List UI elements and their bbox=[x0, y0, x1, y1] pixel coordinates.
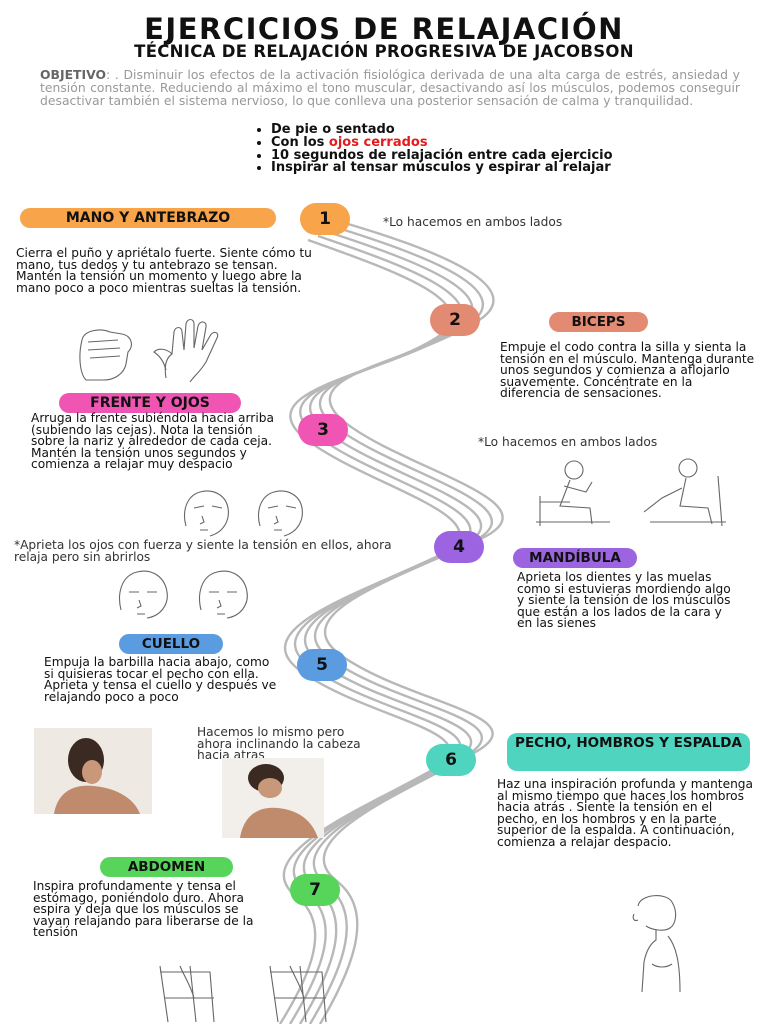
step-7-number: 7 bbox=[290, 874, 340, 906]
abdomen-chair-illustration bbox=[159, 965, 327, 1023]
step-4-number: 4 bbox=[434, 531, 484, 563]
biceps-illustration bbox=[536, 458, 726, 527]
step-3-title: FRENTE Y OJOS bbox=[59, 393, 241, 413]
step-3-number: 3 bbox=[298, 414, 348, 446]
step-5-number: 5 bbox=[297, 649, 347, 681]
step-6-number: 6 bbox=[426, 744, 476, 776]
bullet-item: 10 segundos de relajación entre cada eje… bbox=[271, 149, 613, 163]
bullet-item: Con los ojos cerrados bbox=[271, 134, 613, 150]
step-5-note: Hacemos lo mismo pero ahora inclinando l… bbox=[197, 725, 361, 763]
step-4-text: Aprieta los dientes y las muelas como si… bbox=[517, 570, 731, 631]
step-7-text: Inspira profundamente y tensa el estómag… bbox=[33, 879, 254, 940]
page-title: EJERCICIOS DE RELAJACIÓN bbox=[144, 12, 624, 46]
step-4-title: MANDÍBULA bbox=[513, 548, 637, 568]
step-1-text: Cierra el puño y apriétalo fuerte. Sient… bbox=[16, 246, 312, 295]
step-2-note: *Lo hacemos en ambos lados bbox=[478, 435, 658, 449]
step-2-text: Empuje el codo contra la silla y sienta … bbox=[500, 340, 755, 401]
neck-extension-photo bbox=[222, 758, 324, 838]
highlight-text: ojos cerrados bbox=[328, 134, 428, 150]
step-6-text: Haz una inspiración profunda y mantenga … bbox=[497, 777, 754, 849]
objective-paragraph: OBJETIVO: . Disminuir los efectos de la … bbox=[40, 68, 740, 108]
step-7-title: ABDOMEN bbox=[100, 857, 233, 877]
step-2-number: 2 bbox=[430, 304, 480, 336]
eyes-face-illustration bbox=[119, 570, 248, 619]
bullet-item: De pie o sentado bbox=[271, 123, 613, 137]
step-3-text: Arruga la frente subiéndola hacia arriba… bbox=[31, 411, 274, 472]
step-2-title: BICEPS bbox=[549, 312, 648, 332]
bullet-item: Inspirar al tensar músculos y espirar al… bbox=[271, 161, 613, 175]
step-1-number: 1 bbox=[300, 203, 350, 235]
step-1-title: MANO Y ANTEBRAZO bbox=[20, 208, 276, 228]
neck-flexion-photo bbox=[34, 728, 152, 814]
objective-text: : . Disminuir los efectos de la activaci… bbox=[40, 67, 740, 109]
woman-shoulders-illustration bbox=[632, 895, 681, 993]
bullet-list: De pie o sentado Con los ojos cerrados 1… bbox=[253, 123, 613, 175]
step-5-text: Empuja la barbilla hacia abajo, como si … bbox=[44, 655, 277, 704]
fist-hand-illustration bbox=[79, 318, 219, 383]
step-6-title: PECHO, HOMBROS Y ESPALDA bbox=[507, 733, 750, 771]
step-3-note: *Aprieta los ojos con fuerza y siente la… bbox=[14, 538, 392, 564]
step-5-title: CUELLO bbox=[119, 634, 223, 654]
objective-label: OBJETIVO bbox=[40, 67, 107, 82]
step-1-note: *Lo hacemos en ambos lados bbox=[383, 215, 563, 229]
page-subtitle: TÉCNICA DE RELAJACIÓN PROGRESIVA DE JACO… bbox=[134, 42, 634, 61]
forehead-face-illustration bbox=[183, 490, 303, 537]
